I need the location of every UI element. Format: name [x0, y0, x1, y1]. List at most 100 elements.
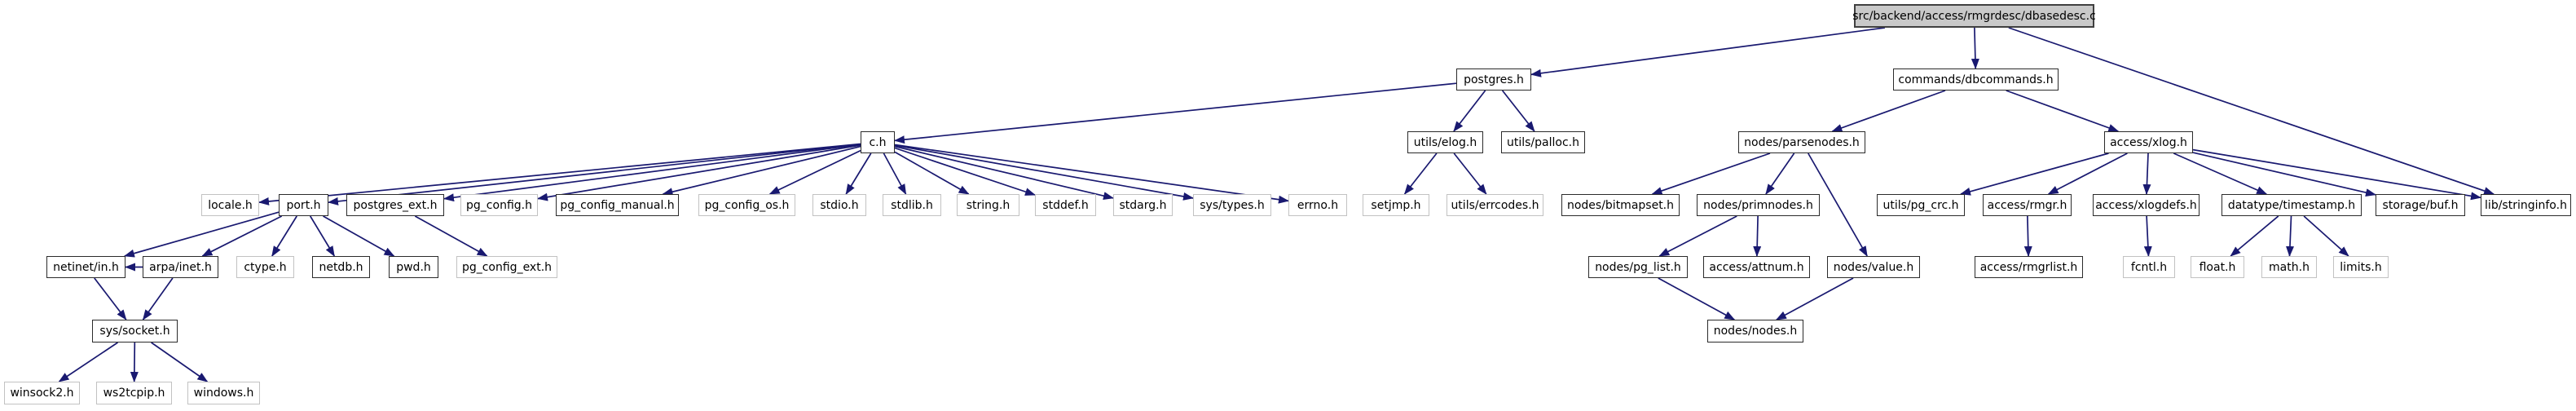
edge-c_h-to-port: [328, 143, 861, 206]
edge-elog-to-setjmp: [1403, 152, 1438, 195]
graph-node-ctype[interactable]: ctype.h: [236, 256, 294, 278]
edge-value-to-nodes_nodes: [1776, 277, 1854, 320]
edge-postgres_h-to-c_h: [894, 82, 1457, 144]
graph-node-setjmp[interactable]: setjmp.h: [1363, 194, 1429, 216]
edge-postgres_ext-to-pg_config_ext: [414, 215, 488, 257]
edge-lines: [58, 27, 2495, 382]
graph-node-pg_config[interactable]: pg_config.h: [460, 194, 538, 216]
edge-c_h-to-stdarg: [894, 145, 1114, 201]
edge-arpa-to-sys_socket: [142, 277, 174, 320]
graph-node-nodes_nodes[interactable]: nodes/nodes.h: [1707, 320, 1803, 342]
edge-xlog-to-stringinfo: [2192, 148, 2481, 201]
edge-port-to-arpa: [201, 215, 283, 257]
graph-node-palloc[interactable]: utils/palloc.h: [1501, 131, 1585, 153]
graph-node-postgres_ext[interactable]: postgres_ext.h: [346, 194, 444, 216]
graph-node-stdarg[interactable]: stdarg.h: [1113, 194, 1173, 216]
edge-sys_socket-to-winsock2: [58, 342, 118, 382]
graph-node-pg_config_manual[interactable]: pg_config_manual.h: [556, 194, 679, 216]
edge-primnodes-to-attnum: [1753, 215, 1762, 257]
graph-node-netdb[interactable]: netdb.h: [312, 256, 370, 278]
edge-xlog-to-xlogdefs: [2142, 152, 2151, 195]
edge-c_h-to-stdlib: [883, 152, 907, 195]
edge-elog-to-errcodes: [1453, 152, 1487, 195]
edge-c_h-to-stdio: [845, 152, 872, 195]
graph-node-pwd[interactable]: pwd.h: [389, 256, 438, 278]
edge-c_h-to-errno: [894, 144, 1289, 204]
graph-node-errcodes[interactable]: utils/errcodes.h: [1447, 194, 1543, 216]
graph-node-stddef[interactable]: stddef.h: [1035, 194, 1096, 216]
edge-xlog-to-pg_crc: [1960, 152, 2109, 196]
edge-postgres_h-to-palloc: [1501, 90, 1535, 132]
graph-node-attnum[interactable]: access/attnum.h: [1703, 256, 1810, 278]
graph-node-value[interactable]: nodes/value.h: [1827, 256, 1920, 278]
edge-c_h-to-locale: [258, 143, 861, 206]
graph-node-float_h[interactable]: float.h: [2191, 256, 2244, 278]
graph-node-storage_buf[interactable]: storage/buf.h: [2376, 194, 2465, 216]
graph-node-sys_types[interactable]: sys/types.h: [1193, 194, 1271, 216]
graph-node-limits[interactable]: limits.h: [2333, 256, 2389, 278]
edge-port-to-pwd: [323, 215, 395, 257]
edge-c_h-to-string: [894, 151, 970, 195]
edge-port-to-netdb: [309, 215, 336, 257]
graph-node-pg_config_os[interactable]: pg_config_os.h: [698, 194, 795, 216]
graph-node-stdlib[interactable]: stdlib.h: [883, 194, 941, 216]
graph-node-postgres_h[interactable]: postgres.h: [1456, 68, 1531, 91]
graph-node-locale[interactable]: locale.h: [201, 194, 259, 216]
graph-node-xlogdefs[interactable]: access/xlogdefs.h: [2093, 194, 2200, 216]
edge-pg_list-to-nodes_nodes: [1658, 277, 1736, 320]
edge-netinet-to-sys_socket: [94, 277, 127, 320]
graph-node-rmgrlist[interactable]: access/rmgrlist.h: [1975, 256, 2083, 278]
graph-node-pg_config_ext[interactable]: pg_config_ext.h: [456, 256, 557, 278]
graph-node-dbcommands[interactable]: commands/dbcommands.h: [1893, 68, 2059, 91]
graph-node-pg_crc[interactable]: utils/pg_crc.h: [1877, 194, 1965, 216]
graph-node-fcntl[interactable]: fcntl.h: [2123, 256, 2175, 278]
edge-xlog-to-timestamp: [2173, 152, 2268, 195]
graph-node-xlog[interactable]: access/xlog.h: [2104, 131, 2193, 153]
edge-parsenodes-to-value: [1808, 152, 1868, 257]
graph-node-sys_socket[interactable]: sys/socket.h: [92, 320, 178, 342]
graph-node-primnodes[interactable]: nodes/primnodes.h: [1697, 194, 1820, 216]
graph-node-port[interactable]: port.h: [279, 194, 328, 216]
edge-primnodes-to-pg_list: [1658, 215, 1737, 257]
edge-timestamp-to-limits: [2303, 215, 2349, 257]
edge-timestamp-to-math: [2285, 215, 2294, 257]
graph-node-pg_list[interactable]: nodes/pg_list.h: [1588, 256, 1688, 278]
graph-node-arpa[interactable]: arpa/inet.h: [143, 256, 218, 278]
graph-node-winsock2[interactable]: winsock2.h: [4, 382, 80, 404]
graph-node-netinet[interactable]: netinet/in.h: [46, 256, 125, 278]
edge-c_h-to-postgres_ext: [443, 144, 861, 202]
graph-node-dbasedesc[interactable]: src/backend/access/rmgrdesc/dbasedesc.c: [1852, 4, 2096, 28]
edge-parsenodes-to-primnodes: [1765, 152, 1795, 195]
graph-node-stringinfo[interactable]: lib/stringinfo.h: [2481, 194, 2571, 216]
graph-node-string[interactable]: string.h: [957, 194, 1019, 216]
edge-port-to-netinet: [123, 211, 280, 258]
edge-sys_socket-to-ws2tcpip: [130, 342, 139, 382]
graph-node-ws2tcpip[interactable]: ws2tcpip.h: [96, 382, 172, 404]
edge-xlog-to-storage_buf: [2192, 152, 2376, 197]
edge-xlogdefs-to-fcntl: [2143, 215, 2152, 257]
edge-c_h-to-pg_config_os: [768, 149, 861, 195]
edge-xlog-to-rmgr: [2047, 152, 2128, 195]
graph-node-parsenodes[interactable]: nodes/parsenodes.h: [1738, 131, 1865, 153]
edge-c_h-to-pg_config: [537, 144, 861, 201]
edge-c_h-to-sys_types: [894, 144, 1194, 201]
edge-dbasedesc-to-stringinfo: [2008, 27, 2495, 195]
edge-dbcommands-to-xlog: [2006, 90, 2120, 132]
edge-parsenodes-to-bitmapset: [1651, 152, 1771, 195]
graph-node-timestamp[interactable]: datatype/timestamp.h: [2222, 194, 2362, 216]
graph-node-rmgr[interactable]: access/rmgr.h: [1983, 194, 2072, 216]
graph-node-math[interactable]: math.h: [2261, 256, 2317, 278]
edge-c_h-to-stddef: [894, 147, 1036, 196]
graph-node-errno[interactable]: errno.h: [1288, 194, 1347, 216]
graph-node-windows[interactable]: windows.h: [187, 382, 260, 404]
graph-node-elog[interactable]: utils/elog.h: [1407, 131, 1483, 153]
graph-node-c_h[interactable]: c.h: [861, 131, 895, 153]
edge-port-to-ctype: [271, 215, 297, 257]
edge-postgres_h-to-elog: [1453, 90, 1486, 132]
graph-node-stdio[interactable]: stdio.h: [812, 194, 866, 216]
graph-node-bitmapset[interactable]: nodes/bitmapset.h: [1561, 194, 1680, 216]
edge-dbcommands-to-parsenodes: [1831, 90, 1946, 132]
edge-timestamp-to-float_h: [2230, 215, 2279, 257]
